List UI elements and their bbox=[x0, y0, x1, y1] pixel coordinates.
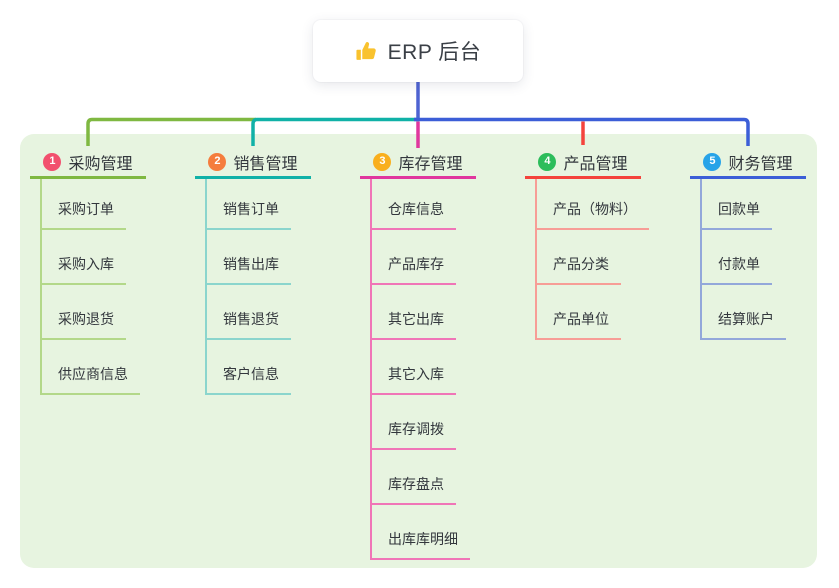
branch-label: 库存管理 bbox=[398, 155, 463, 173]
branch-node-5[interactable]: 5 财务管理 bbox=[690, 147, 806, 179]
child-node[interactable]: 销售订单 bbox=[205, 179, 291, 230]
child-node[interactable]: 客户信息 bbox=[205, 340, 291, 395]
child-node[interactable]: 采购订单 bbox=[40, 179, 126, 230]
child-node[interactable]: 库存调拨 bbox=[370, 395, 456, 450]
branch-children-1: 采购订单采购入库采购退货供应商信息 bbox=[40, 179, 140, 395]
root-node-title: ERP 后台 bbox=[387, 41, 482, 64]
branches-panel bbox=[20, 134, 817, 568]
branch-children-2: 销售订单销售出库销售退货客户信息 bbox=[205, 179, 291, 395]
branch-number-badge: 2 bbox=[208, 152, 227, 171]
child-node[interactable]: 供应商信息 bbox=[40, 340, 140, 395]
child-node[interactable]: 出库库明细 bbox=[370, 505, 470, 560]
root-node[interactable]: ERP 后台 bbox=[313, 20, 523, 82]
child-node[interactable]: 其它出库 bbox=[370, 285, 456, 340]
branch-label: 产品管理 bbox=[563, 155, 628, 173]
child-node[interactable]: 回款单 bbox=[700, 179, 772, 230]
branch-node-3[interactable]: 3 库存管理 bbox=[360, 147, 476, 179]
branch-number-badge: 1 bbox=[43, 152, 62, 171]
child-node[interactable]: 结算账户 bbox=[700, 285, 786, 340]
branch-label: 销售管理 bbox=[233, 155, 298, 173]
branch-children-4: 产品（物料）产品分类产品单位 bbox=[535, 179, 649, 340]
child-node[interactable]: 产品单位 bbox=[535, 285, 621, 340]
child-node[interactable]: 销售退货 bbox=[205, 285, 291, 340]
branch-label: 财务管理 bbox=[728, 155, 793, 173]
child-node[interactable]: 销售出库 bbox=[205, 230, 291, 285]
child-node[interactable]: 仓库信息 bbox=[370, 179, 456, 230]
child-node[interactable]: 产品库存 bbox=[370, 230, 456, 285]
branch-node-1[interactable]: 1 采购管理 bbox=[30, 147, 146, 179]
branch-children-3: 仓库信息产品库存其它出库其它入库库存调拨库存盘点出库库明细 bbox=[370, 179, 470, 560]
branch-node-4[interactable]: 4 产品管理 bbox=[525, 147, 641, 179]
child-node[interactable]: 产品分类 bbox=[535, 230, 621, 285]
branch-label: 采购管理 bbox=[68, 155, 133, 173]
child-node[interactable]: 采购退货 bbox=[40, 285, 126, 340]
child-node[interactable]: 其它入库 bbox=[370, 340, 456, 395]
branch-number-badge: 3 bbox=[373, 152, 392, 171]
branch-node-2[interactable]: 2 销售管理 bbox=[195, 147, 311, 179]
branch-number-badge: 5 bbox=[703, 152, 722, 171]
child-node[interactable]: 采购入库 bbox=[40, 230, 126, 285]
child-node[interactable]: 付款单 bbox=[700, 230, 772, 285]
child-node[interactable]: 产品（物料） bbox=[535, 179, 649, 230]
child-node[interactable]: 库存盘点 bbox=[370, 450, 456, 505]
branch-children-5: 回款单付款单结算账户 bbox=[700, 179, 786, 340]
branch-number-badge: 4 bbox=[538, 152, 557, 171]
thumbs-up-icon bbox=[355, 40, 378, 63]
